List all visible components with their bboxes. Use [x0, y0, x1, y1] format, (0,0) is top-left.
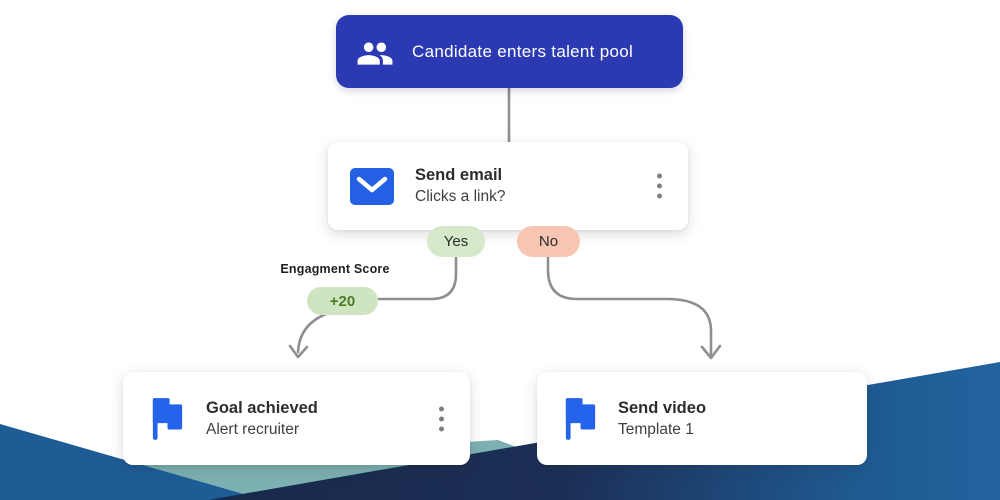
goal-card-subtitle: Alert recruiter	[206, 420, 300, 438]
node-send-video[interactable]: Send video Template 1	[537, 372, 867, 465]
node-send-email[interactable]: Send email Clicks a link?	[328, 142, 688, 230]
email-card-menu-button[interactable]	[657, 173, 662, 199]
connector-score-to-goal	[296, 312, 328, 354]
email-card-title: Send email	[415, 166, 503, 184]
branch-no-badge: No	[517, 226, 580, 257]
connector-no-to-video	[546, 255, 713, 358]
branch-yes-badge: Yes	[427, 226, 485, 257]
engagement-score-value: +20	[329, 292, 356, 310]
goal-card-menu-button[interactable]	[439, 406, 444, 431]
engagement-score-label: Engagment Score	[280, 262, 390, 276]
flag-icon	[565, 397, 596, 440]
email-icon	[350, 167, 394, 205]
video-card-title: Send video	[618, 398, 707, 417]
node-talent-pool[interactable]: Candidate enters talent pool	[336, 15, 683, 88]
arrowhead-video	[700, 344, 722, 360]
branch-yes-label: Yes	[443, 233, 469, 250]
engagement-score-badge: +20	[307, 287, 378, 315]
arrowhead-goal	[288, 344, 309, 359]
flag-icon	[152, 397, 183, 440]
video-card-subtitle: Template 1	[618, 420, 694, 438]
branch-no-label: No	[538, 233, 559, 250]
email-card-subtitle: Clicks a link?	[415, 188, 506, 205]
people-icon	[357, 42, 393, 65]
node-goal-achieved[interactable]: Goal achieved Alert recruiter	[123, 372, 470, 465]
goal-card-title: Goal achieved	[206, 398, 318, 417]
start-node-label: Candidate enters talent pool	[412, 41, 634, 61]
